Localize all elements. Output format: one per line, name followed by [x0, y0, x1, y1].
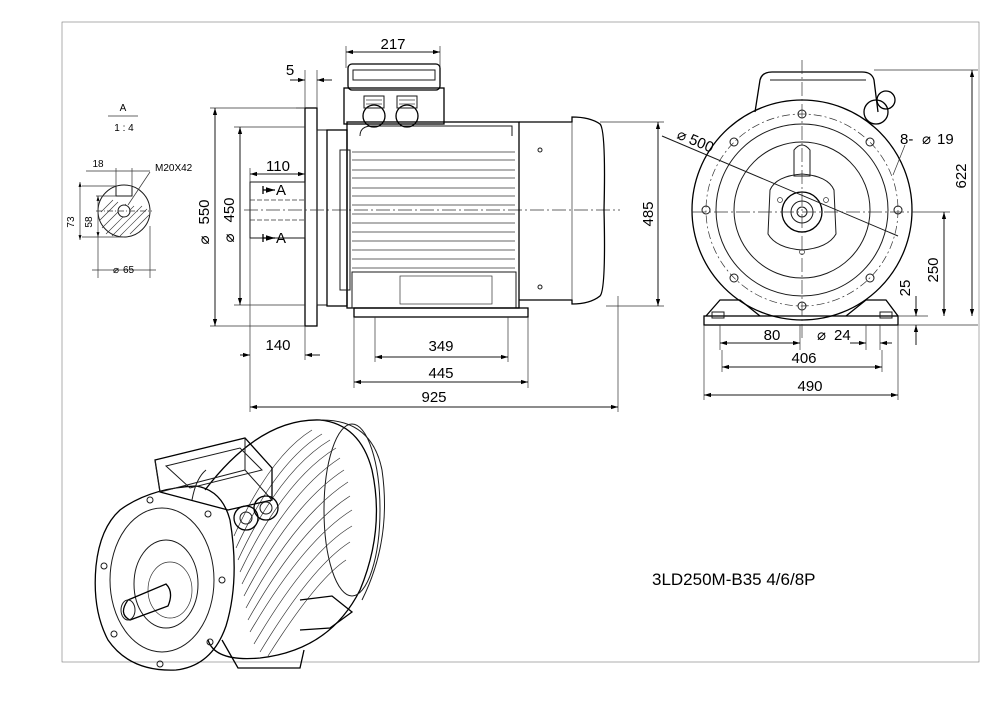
cut-marker-bottom: A	[276, 230, 286, 247]
thread-label: M20X42	[155, 163, 193, 174]
hole-count: 8-	[900, 131, 913, 148]
cut-marker-top: A	[276, 182, 286, 199]
terminal-box	[343, 63, 445, 128]
hole-diameter: 19	[937, 131, 954, 148]
sheet-border	[61, 21, 980, 663]
cooling-fins	[352, 151, 515, 269]
dim-80: 80	[764, 327, 781, 344]
dim-25: 25	[897, 280, 914, 297]
dia-500-symbol: ⌀	[674, 126, 689, 145]
dim-445: 445	[428, 365, 453, 382]
dim-925: 925	[421, 389, 446, 406]
dim-110: 110	[266, 158, 290, 175]
hole-diameter-symbol: ⌀	[922, 131, 931, 148]
dim-485: 485	[640, 201, 657, 226]
dia-450-symbol: ⌀	[221, 233, 238, 242]
section-scale: 1 : 4	[114, 123, 134, 134]
dim-58: 58	[84, 216, 95, 228]
section-a-detail: A 1 : 4 18 M20X42 73 58	[66, 103, 193, 278]
dim-shaft-diameter: 65	[123, 265, 135, 276]
model-title: 3LD250M-B35 4/6/8P	[652, 570, 816, 589]
dim-500: 500	[686, 131, 716, 156]
diameter-symbol: ⌀	[113, 265, 119, 276]
dim-250: 250	[925, 257, 942, 282]
dia-550-symbol: ⌀	[196, 235, 213, 244]
dim-622: 622	[953, 163, 970, 188]
dim-5: 5	[286, 62, 294, 79]
dim-140: 140	[265, 337, 290, 354]
section-label: A	[120, 103, 127, 114]
iso-fins	[233, 429, 353, 657]
dim-349: 349	[428, 338, 453, 355]
dim-490: 490	[797, 378, 822, 395]
end-view: ⌀ 500 8- ⌀ 19 622 250 25 80 ⌀ 24	[661, 60, 978, 400]
side-view: A A	[196, 36, 664, 412]
dim-key-width: 18	[92, 159, 104, 170]
dim-24: 24	[834, 327, 851, 344]
isometric-view	[94, 419, 385, 671]
dim-450: 450	[221, 197, 238, 222]
dim-550: 550	[196, 199, 213, 224]
bolt-holes	[701, 109, 903, 311]
dia-24-symbol: ⌀	[817, 327, 826, 344]
dim-73: 73	[66, 216, 77, 228]
dim-217: 217	[380, 36, 405, 53]
dim-406: 406	[791, 350, 816, 367]
